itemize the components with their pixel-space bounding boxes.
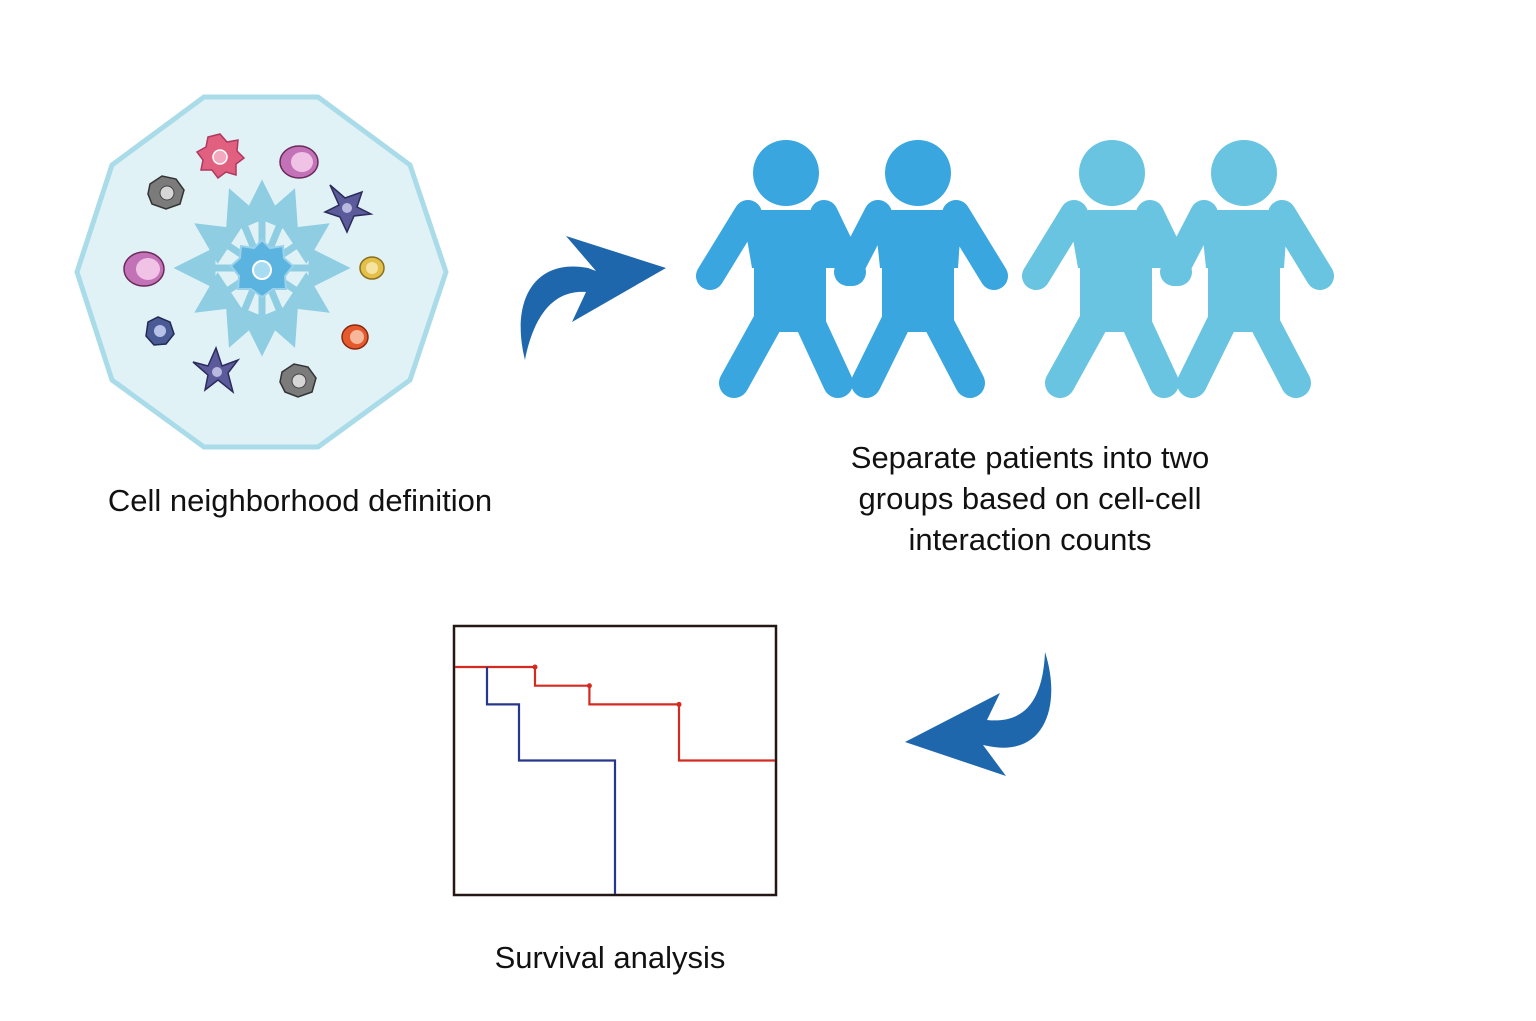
grouping-label-line: Separate patients into two: [850, 440, 1210, 475]
neighborhood-label: Cell neighborhood definition: [107, 483, 493, 518]
neighbor-cell-yellow: [359, 256, 385, 280]
grouping-label: Separate patients into two groups based …: [780, 437, 1280, 560]
survival-curve-low: [485, 667, 617, 894]
patient-figures: [696, 140, 1334, 398]
censor-marks: [532, 664, 682, 707]
person-1: [696, 140, 866, 398]
curved-arrow-right: [520, 236, 666, 360]
survival-label: Survival analysis: [494, 940, 726, 975]
curved-arrow-left: [905, 652, 1052, 776]
neighbor-cell-orange: [341, 324, 369, 350]
neighbor-cell-pink-left: [123, 251, 165, 287]
censor-mark: [532, 664, 538, 670]
person-2: [834, 140, 1008, 398]
neighbor-cell-gray-bottom: [279, 363, 317, 398]
neighbor-cell-red-star: [195, 133, 246, 180]
censor-mark: [586, 683, 592, 689]
neighbor-cell-pink: [279, 145, 319, 179]
neighbor-cell-gray: [147, 175, 185, 210]
survival-plot: [452, 624, 778, 897]
grouping-label-line: groups based on cell-cell: [858, 481, 1202, 516]
neighbor-cell-navy: [145, 316, 175, 346]
neighbor-cell-purple-star: [323, 184, 374, 234]
center-cell: [229, 238, 295, 299]
person-4: [1160, 140, 1334, 398]
censor-mark: [676, 701, 682, 707]
neighbor-cell-star-bottom: [192, 345, 241, 395]
cell-neighborhood: [74, 94, 449, 450]
grouping-label-line: interaction counts: [908, 522, 1152, 557]
survival-curve-high: [455, 665, 775, 762]
person-3: [1022, 140, 1192, 398]
